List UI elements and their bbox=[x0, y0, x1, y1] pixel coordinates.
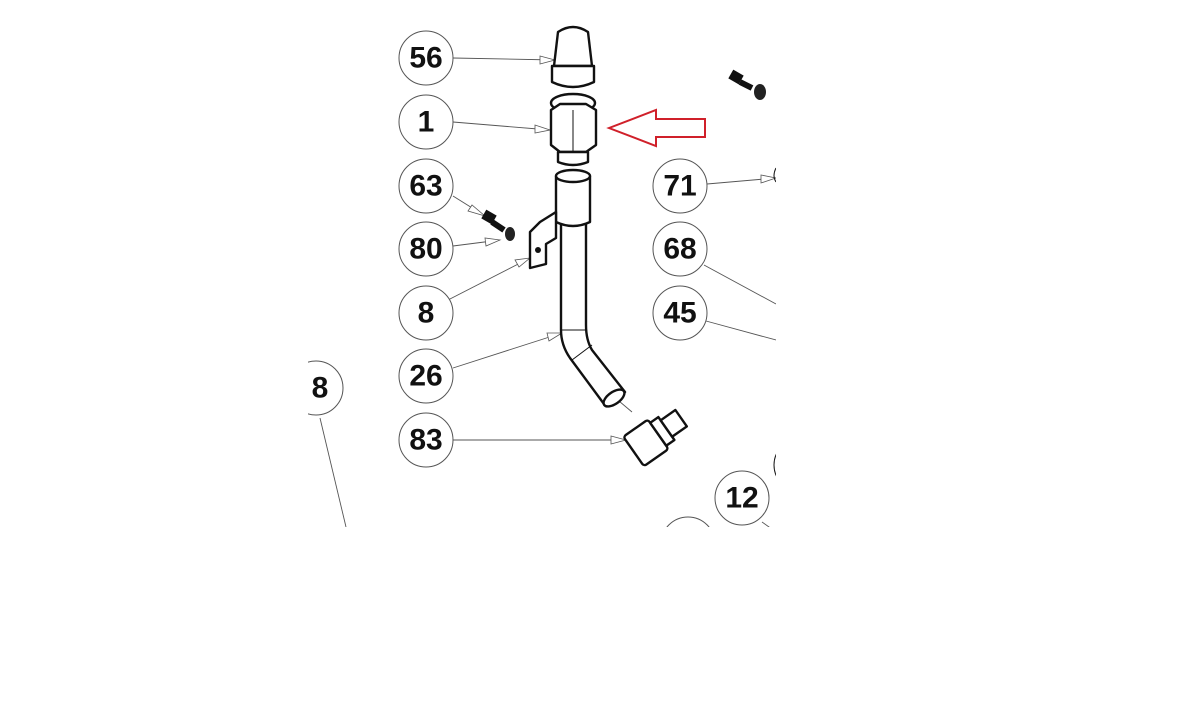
callout-71: 71 bbox=[652, 158, 708, 214]
callout-45: 45 bbox=[652, 285, 708, 341]
svg-text:2: 2 bbox=[680, 528, 697, 561]
hex-nut-part bbox=[549, 92, 598, 167]
callout-63: 63 bbox=[398, 158, 454, 214]
bolt-part bbox=[481, 209, 515, 241]
svg-text:71: 71 bbox=[663, 170, 696, 203]
callout-1: 1 bbox=[398, 94, 454, 150]
callout-8: 8 bbox=[398, 285, 454, 341]
svg-text:68: 68 bbox=[663, 233, 696, 266]
svg-text:45: 45 bbox=[663, 297, 696, 330]
cone-cap-part bbox=[550, 25, 596, 89]
bolt-part-right bbox=[728, 69, 776, 477]
fitting-part bbox=[623, 408, 689, 467]
callout-83: 83 bbox=[398, 412, 454, 468]
svg-text:8: 8 bbox=[312, 372, 329, 405]
callout-26: 26 bbox=[398, 348, 454, 404]
svg-text:8: 8 bbox=[418, 297, 435, 330]
callout-12: 12 bbox=[714, 470, 770, 526]
svg-text:63: 63 bbox=[409, 170, 442, 203]
svg-text:12: 12 bbox=[725, 482, 758, 515]
highlight-arrow-icon bbox=[606, 108, 706, 148]
callout-56: 56 bbox=[398, 30, 454, 86]
svg-text:83: 83 bbox=[409, 424, 442, 457]
callout-8-partial: 8 bbox=[308, 360, 344, 416]
svg-text:26: 26 bbox=[409, 360, 442, 393]
leader-lines bbox=[319, 55, 776, 527]
svg-text:56: 56 bbox=[409, 42, 442, 75]
svg-text:80: 80 bbox=[409, 233, 442, 266]
callout-2-partial: 2 bbox=[666, 516, 710, 561]
svg-text:1: 1 bbox=[418, 106, 435, 139]
tube-assembly bbox=[528, 168, 627, 408]
callout-68: 68 bbox=[652, 221, 708, 277]
callout-80: 80 bbox=[398, 221, 454, 277]
